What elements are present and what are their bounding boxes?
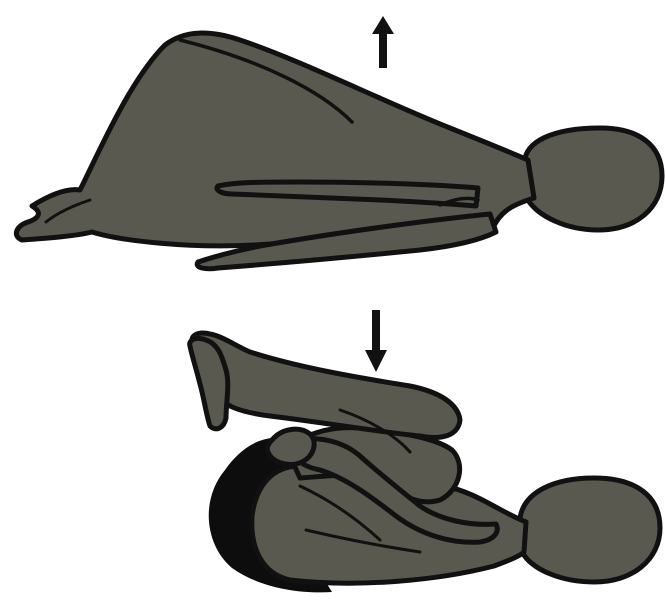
bridge-head bbox=[522, 128, 662, 230]
bridge-pose-figure bbox=[16, 33, 662, 269]
tuck-hand bbox=[267, 429, 314, 464]
arrow-down-icon bbox=[365, 310, 387, 372]
tuck-shin-foot bbox=[192, 333, 460, 437]
arrow-up-icon bbox=[372, 16, 394, 68]
tuck-head bbox=[517, 478, 660, 582]
bridge-body bbox=[16, 33, 534, 246]
tuck-shin-2 bbox=[190, 338, 228, 428]
